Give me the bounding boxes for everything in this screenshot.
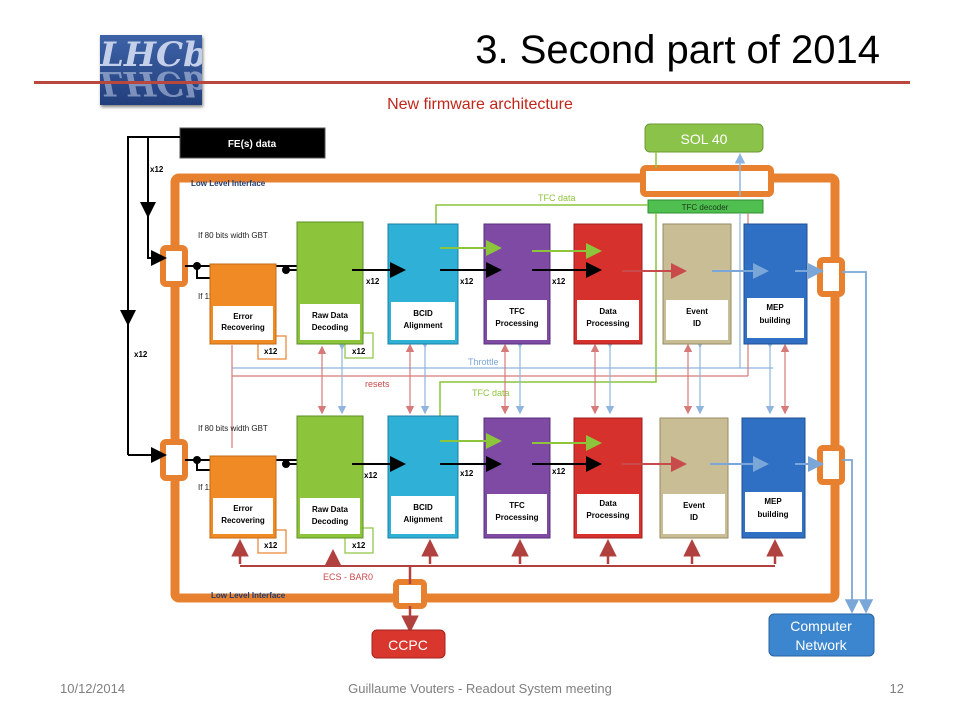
- diagram-subtitle: New firmware architecture: [387, 96, 573, 113]
- tfc-decoder-block: [647, 199, 764, 214]
- dp-bottom-l2: Processing: [586, 511, 629, 520]
- network-line-bottom: [842, 459, 860, 614]
- lli-bottom-label: Low Level Interface: [211, 591, 286, 600]
- x12-fe-mid: x12: [134, 350, 148, 359]
- pipeline-row-bottom: If 80 bits width GBT If 112bits width GB…: [185, 415, 824, 554]
- lli-top-label: Low Level Interface: [191, 179, 266, 188]
- port-right-top: [817, 257, 845, 297]
- port-bottom-ccpc: [393, 579, 427, 609]
- fe-bus-line: [127, 136, 180, 455]
- fpga-frame: [170, 173, 840, 603]
- footer-date: 10/12/2014: [60, 681, 126, 696]
- bcid-top-l2: Alignment: [403, 321, 442, 330]
- tfc-data-top-label: TFC data: [538, 193, 576, 203]
- x12-raw-top: x12: [352, 347, 366, 356]
- raw-bottom-l2: Decoding: [312, 517, 349, 526]
- lhcb-logo: LHCb LHCb: [100, 35, 202, 105]
- port-right-bottom: [817, 445, 845, 485]
- computer-network-line2: Network: [795, 637, 847, 653]
- resets-label: resets: [365, 379, 390, 389]
- dp-top-l2: Processing: [586, 319, 629, 328]
- tfc-data-bottom-line: [434, 213, 657, 429]
- x12-raw-bottom: x12: [352, 541, 366, 550]
- mep-bottom-l2: building: [757, 510, 788, 519]
- throttle-label: Throttle: [468, 357, 499, 367]
- event-bottom-l1: Event: [683, 501, 705, 510]
- ccpc-label: CCPC: [388, 637, 428, 653]
- computer-network-block: [768, 613, 875, 657]
- raw-bottom-l1: Raw Data: [312, 505, 349, 514]
- port-left-bottom: [160, 439, 188, 481]
- x12-err-top: x12: [264, 347, 278, 356]
- tfc-decoder-label: TFC decoder: [682, 203, 729, 212]
- x12-bottom-c: x12: [552, 467, 566, 476]
- dp-bottom-l1: Data: [599, 499, 617, 508]
- x12-top-c: x12: [552, 277, 566, 286]
- tfc-bottom-l2: Processing: [495, 513, 538, 522]
- event-top-l1: Event: [686, 307, 708, 316]
- pipeline-row-top: If 80 bits width GBT If 112bits width GB…: [185, 221, 824, 360]
- x12-fe-top: x12: [150, 165, 164, 174]
- mep-top-l1: MEP: [766, 303, 784, 312]
- x12-bottom-b: x12: [460, 469, 474, 478]
- fe-data-label: FE(s) data: [228, 139, 277, 150]
- if80-top: If 80 bits width GBT: [198, 231, 268, 240]
- raw-top-l1: Raw Data: [312, 311, 349, 320]
- slide-title: 3. Second part of 2014: [475, 28, 880, 72]
- sol40-label: SOL 40: [681, 131, 728, 147]
- err-bottom-l2: Recovering: [221, 516, 265, 525]
- if80-bottom: If 80 bits width GBT: [198, 424, 268, 433]
- x12-bottom-a: x12: [364, 471, 378, 480]
- tfc-top-l2: Processing: [495, 319, 538, 328]
- mep-top-l2: building: [759, 316, 790, 325]
- ecs-connectors: [231, 539, 784, 633]
- fe-bus-top-branch: [147, 137, 167, 266]
- ccpc-block: [371, 629, 446, 659]
- event-top-l2: ID: [693, 319, 701, 328]
- port-top-sol: [640, 165, 774, 197]
- dp-top-l1: Data: [599, 307, 617, 316]
- footer-presenter: Guillaume Vouters - Readout System meeti…: [348, 681, 612, 696]
- tfc-top-l1: TFC: [509, 307, 525, 316]
- sol40-block: [644, 123, 764, 153]
- computer-network-line1: Computer: [790, 618, 852, 634]
- event-bottom-l2: ID: [690, 513, 698, 522]
- x12-top-a: x12: [366, 277, 380, 286]
- tfc-data-bottom-label: TFC data: [472, 388, 510, 398]
- fe-data-block: [179, 127, 326, 159]
- mep-bottom-l1: MEP: [764, 497, 782, 506]
- x12-err-bottom: x12: [264, 541, 278, 550]
- tfc-bottom-l1: TFC: [509, 501, 525, 510]
- err-bottom-l1: Error: [233, 504, 253, 513]
- err-top-l1: Error: [233, 312, 253, 321]
- title-rule: [34, 81, 910, 84]
- logo-text: LHCb: [100, 35, 202, 75]
- err-top-l2: Recovering: [221, 323, 265, 332]
- footer-page-number: 12: [889, 681, 904, 696]
- bcid-bottom-l2: Alignment: [403, 515, 442, 524]
- port-left-top: [160, 245, 188, 287]
- raw-top-l2: Decoding: [312, 323, 349, 332]
- ecs-label: ECS - BAR0: [323, 572, 373, 582]
- bcid-top-l1: BCID: [413, 309, 433, 318]
- bcid-bottom-l1: BCID: [413, 503, 433, 512]
- network-line-top: [842, 271, 874, 614]
- x12-top-b: x12: [460, 277, 474, 286]
- row-connectors: [231, 340, 790, 448]
